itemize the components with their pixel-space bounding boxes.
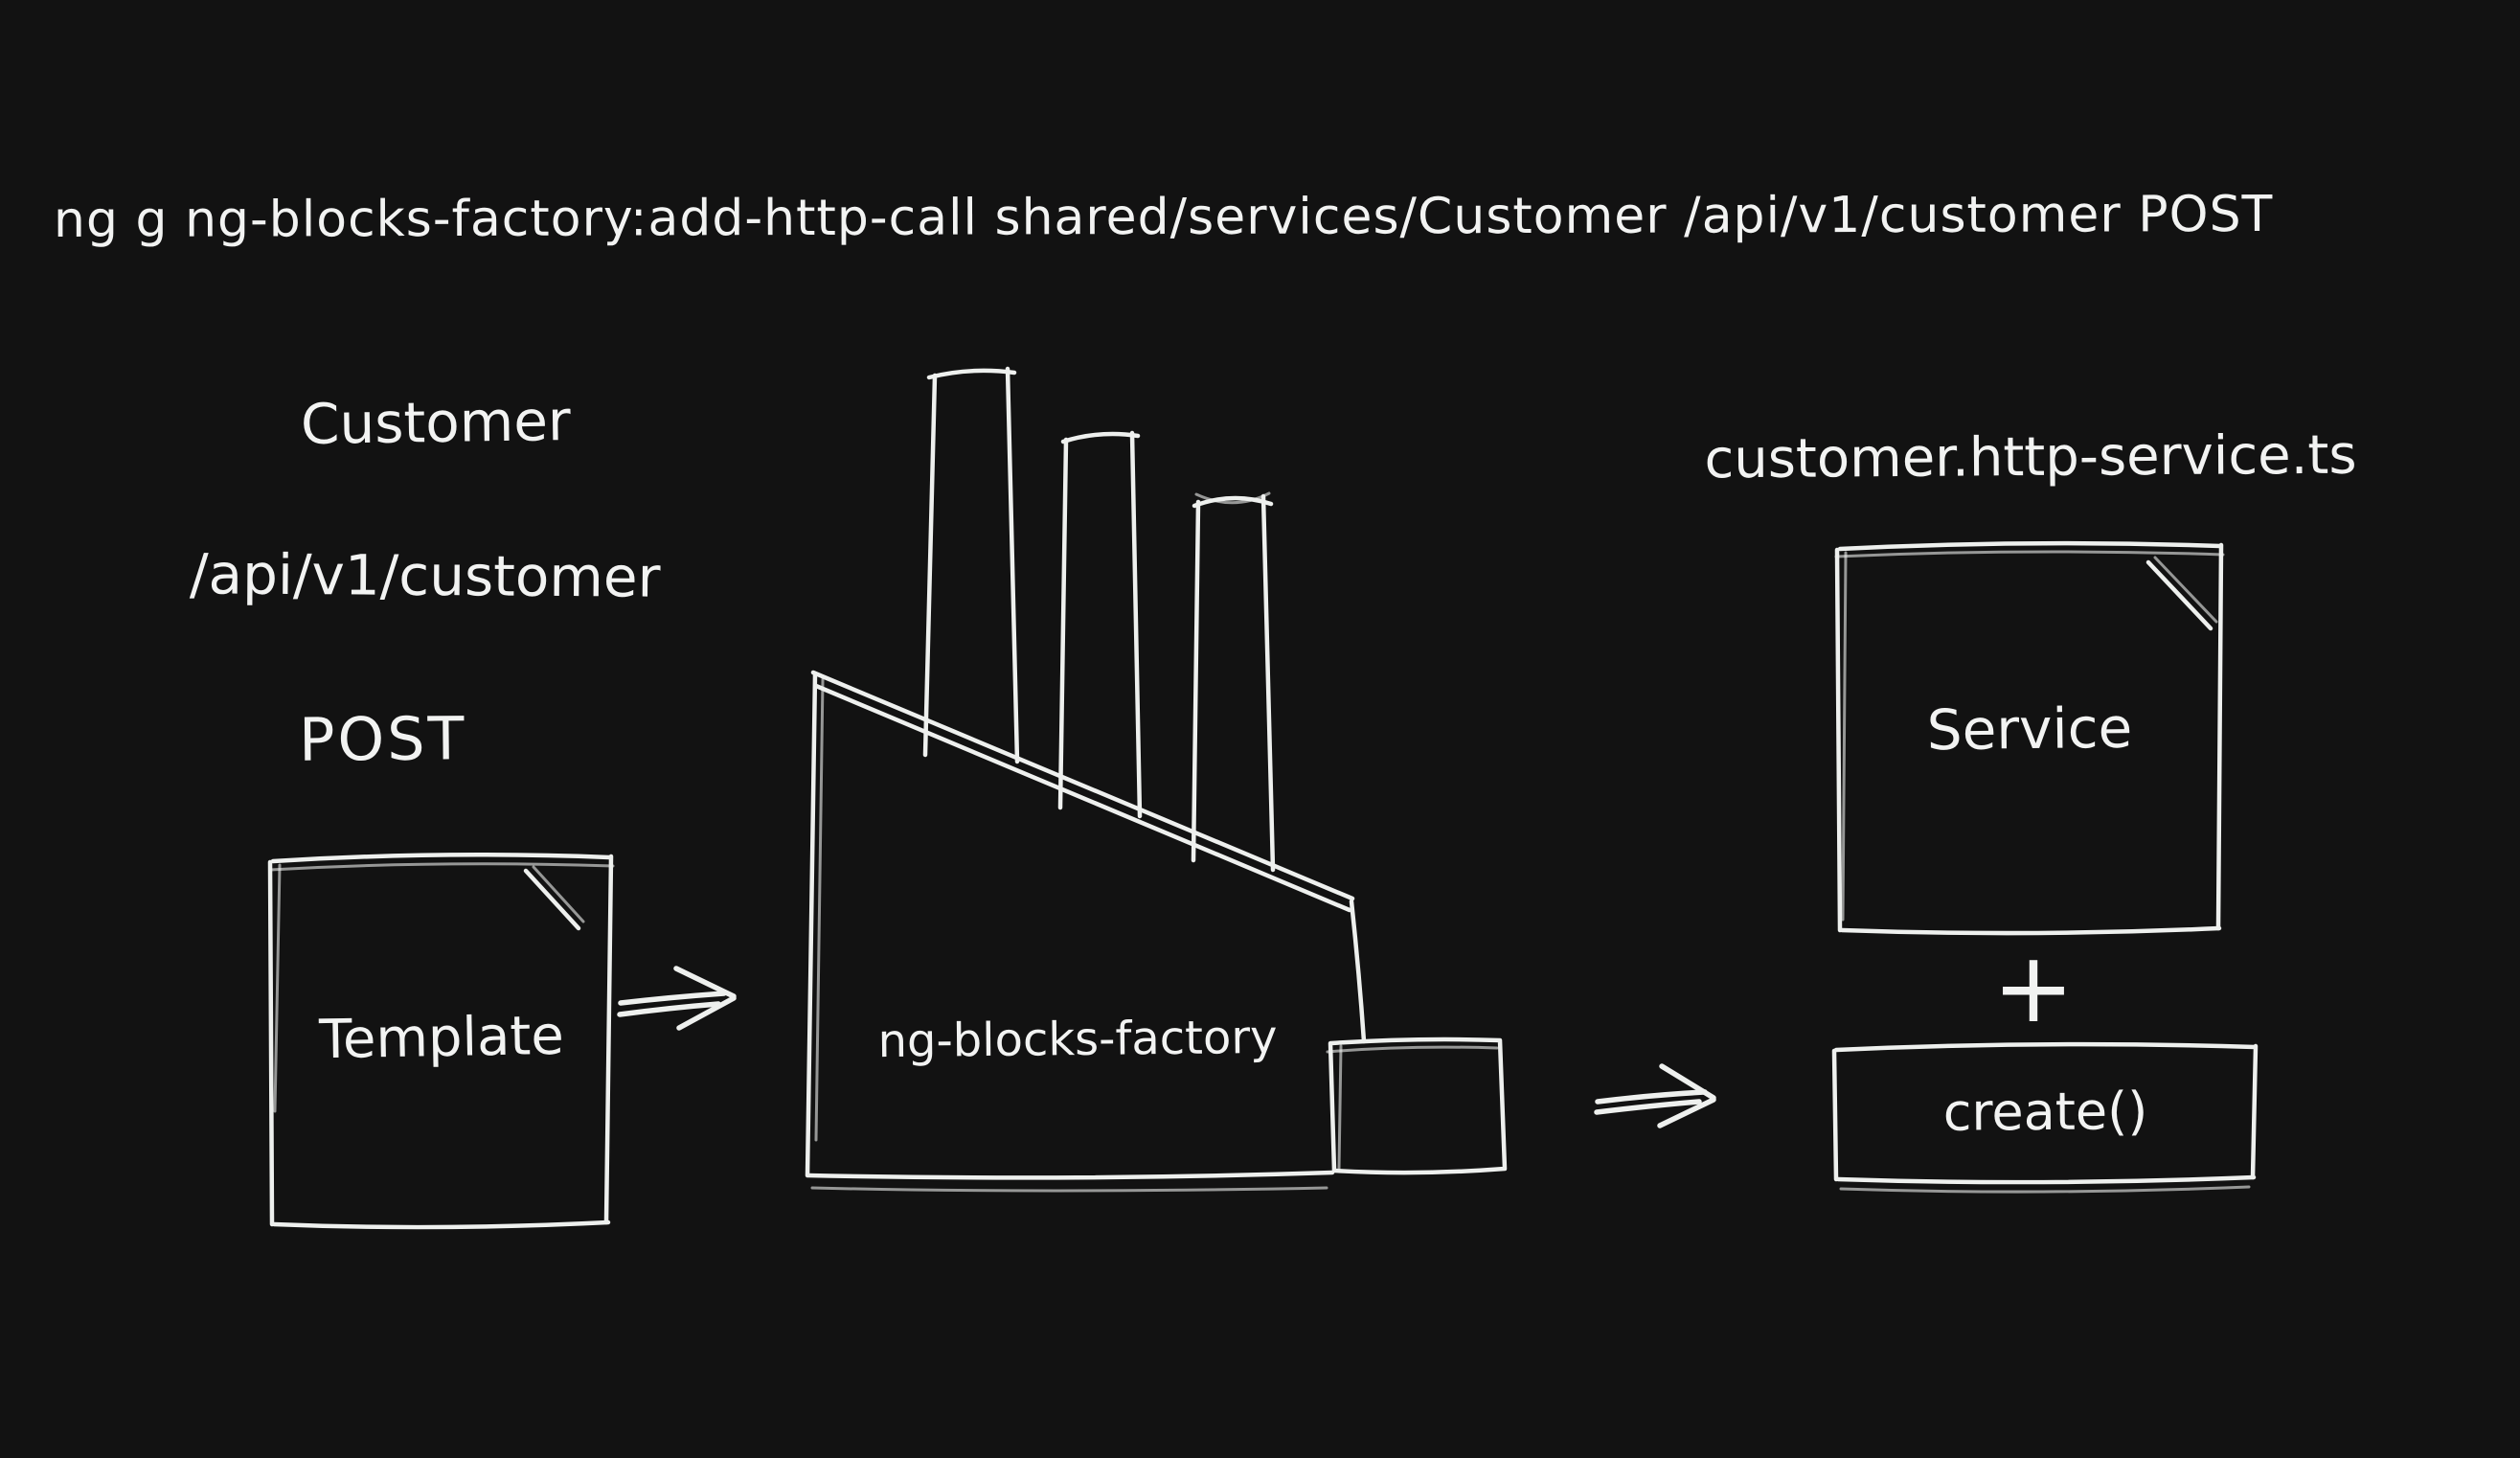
service-file-outline	[1834, 540, 2225, 936]
create-method-label: create()	[1942, 1081, 2148, 1143]
service-fold-corner	[2145, 559, 2214, 631]
template-fold-corner	[523, 868, 581, 931]
factory-to-service-arrow	[1594, 1063, 1716, 1128]
factory-building	[805, 670, 1367, 1193]
template-box-outline	[267, 853, 615, 1230]
template-box-label: Template	[318, 1004, 565, 1072]
service-box-label: Service	[1926, 695, 2133, 763]
command-line-text: ng g ng-blocks-factory:add-http-call sha…	[53, 185, 2274, 250]
template-to-factory-arrow	[617, 966, 737, 1031]
create-method-outline	[1831, 1041, 2259, 1194]
factory-illustration	[805, 366, 1508, 1193]
param-api-endpoint: /api/v1/customer	[189, 541, 661, 610]
factory-name-label: ng-blocks-factory	[877, 1010, 1278, 1069]
param-class-name: Customer	[300, 388, 572, 457]
factory-chimney-2	[1057, 430, 1143, 819]
param-http-method: POST	[298, 703, 467, 775]
output-file-name: customer.http-service.ts	[1704, 423, 2357, 491]
factory-chimney-3	[1191, 491, 1276, 873]
factory-annex-block	[1326, 1037, 1508, 1175]
plus-icon: +	[1992, 931, 2075, 1046]
factory-chimney-1	[922, 366, 1020, 764]
